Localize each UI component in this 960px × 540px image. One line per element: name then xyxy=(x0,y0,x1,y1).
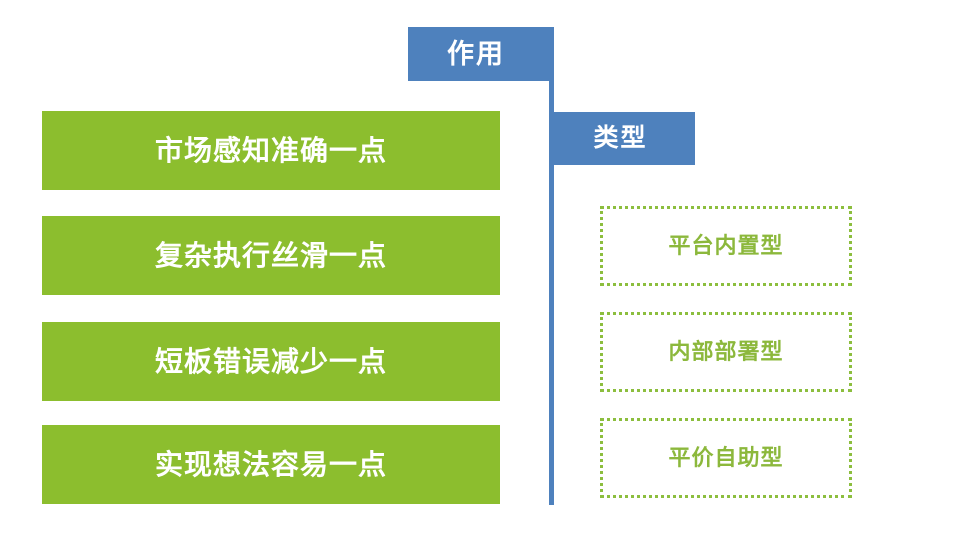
type-item-box: 平价自助型 xyxy=(600,418,852,498)
role-column-header-label: 作用 xyxy=(447,38,505,69)
type-column-header: 类型 xyxy=(554,112,695,165)
role-column-header: 作用 xyxy=(408,27,550,81)
role-item-bar: 实现想法容易一点 xyxy=(42,425,500,504)
vertical-connector-line xyxy=(549,27,554,505)
role-item-bar: 短板错误减少一点 xyxy=(42,322,500,401)
role-item-label: 实现想法容易一点 xyxy=(154,448,387,480)
role-item-bar: 复杂执行丝滑一点 xyxy=(42,216,500,295)
type-item-label: 平台内置型 xyxy=(668,233,784,258)
type-column-header-label: 类型 xyxy=(593,124,648,152)
type-item-label: 内部部署型 xyxy=(668,339,784,364)
role-item-label: 市场感知准确一点 xyxy=(154,134,387,166)
type-item-box: 内部部署型 xyxy=(600,312,852,392)
role-item-bar: 市场感知准确一点 xyxy=(42,111,500,190)
role-item-label: 短板错误减少一点 xyxy=(154,345,387,377)
type-item-label: 平价自助型 xyxy=(668,445,784,470)
type-item-box: 平台内置型 xyxy=(600,206,852,286)
role-item-label: 复杂执行丝滑一点 xyxy=(154,239,387,271)
